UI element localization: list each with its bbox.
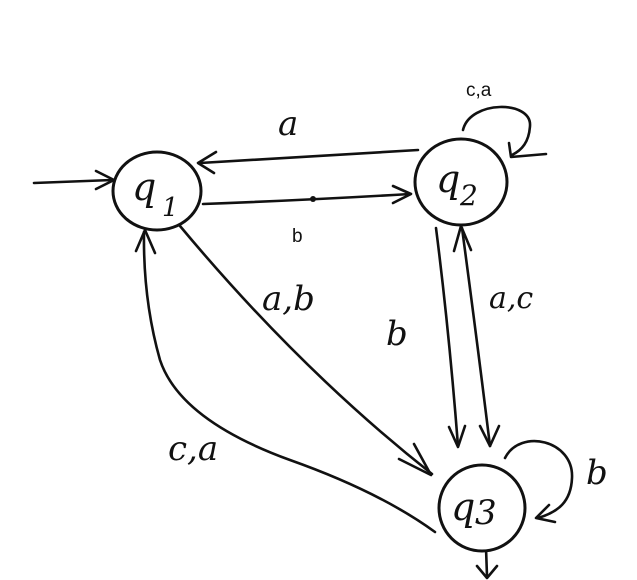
state-q1: q 1 bbox=[111, 150, 203, 232]
label-q2-q3: b bbox=[386, 314, 408, 354]
label-q3-q2: a,c bbox=[489, 281, 533, 316]
edge-q2-loop bbox=[461, 105, 548, 159]
edge-q3-q2 bbox=[452, 224, 501, 448]
start-arrow bbox=[32, 169, 116, 191]
label-q2-q1: a bbox=[278, 104, 298, 144]
edge-q3-loop bbox=[503, 439, 574, 524]
state-q2-name: q bbox=[436, 157, 460, 201]
state-q3-name: q bbox=[451, 485, 475, 529]
edge-q2-q3 bbox=[434, 226, 467, 449]
edge-dot bbox=[310, 196, 316, 202]
label-q1-q2: b bbox=[292, 226, 303, 247]
state-q1-circle bbox=[111, 150, 203, 232]
label-q2-loop: c,a bbox=[466, 80, 492, 101]
state-q2-circle bbox=[413, 137, 509, 227]
label-q3-q1: c,a bbox=[168, 429, 218, 469]
state-q3-subscript: 3 bbox=[475, 493, 497, 533]
label-q3-loop: b bbox=[586, 453, 608, 493]
edge-q1-q2 bbox=[201, 184, 413, 206]
edge-q3-q1 bbox=[134, 228, 437, 534]
label-q1-q3: a,b bbox=[262, 279, 315, 319]
state-q3: q 3 bbox=[437, 463, 527, 553]
state-q2: q 2 bbox=[413, 137, 509, 227]
state-q1-subscript: 1 bbox=[162, 193, 179, 223]
state-q1-name: q bbox=[132, 165, 156, 209]
state-q3-circle bbox=[437, 463, 527, 553]
edge-q2-q1 bbox=[196, 148, 420, 175]
final-arrow bbox=[475, 546, 499, 580]
state-q2-subscript: 2 bbox=[459, 179, 478, 212]
edge-q1-q3 bbox=[178, 224, 434, 477]
